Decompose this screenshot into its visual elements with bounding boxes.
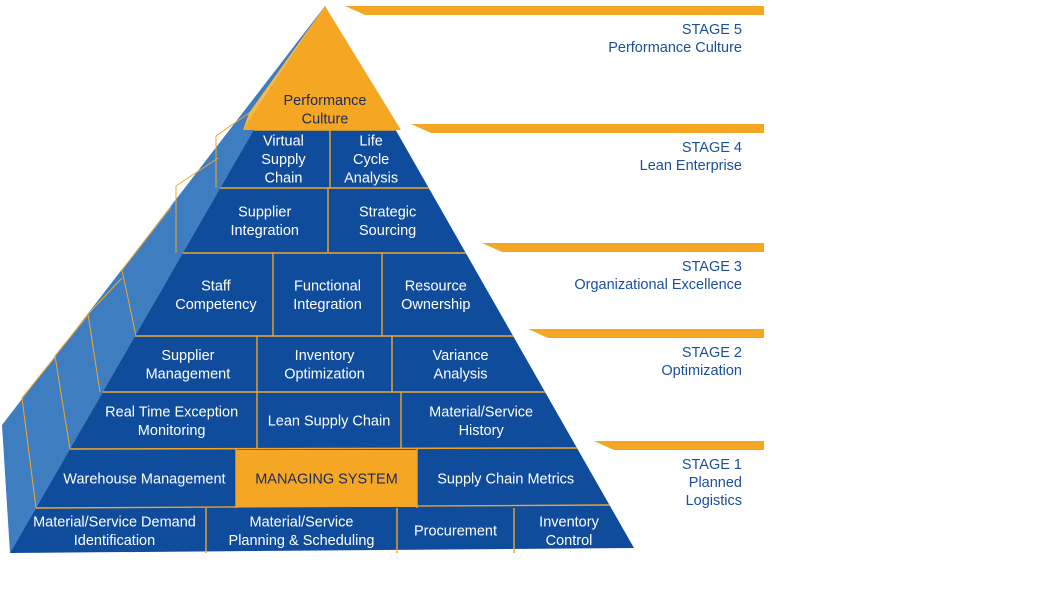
cell-label-lean-supply-chain: Lean Supply Chain (268, 414, 391, 430)
stage-bar-2 (528, 329, 764, 338)
stage-subtitle-4: Lean Enterprise (640, 158, 742, 174)
cell-label-managing-system: MANAGING SYSTEM (255, 472, 398, 488)
pyramid-apex (243, 6, 401, 130)
side-seam-line (21, 397, 37, 509)
side-step-line (121, 206, 172, 271)
pyramid-side-surface (2, 6, 325, 553)
stage-title-2: STAGE 2 (682, 345, 742, 361)
stage-subtitle-5: Performance Culture (608, 40, 742, 56)
pyramid-front-face (10, 6, 634, 553)
stage-bar-1 (594, 441, 764, 450)
stage-bars (345, 6, 764, 450)
stage-title-4: STAGE 4 (682, 140, 742, 156)
stage-title-5: STAGE 5 (682, 22, 742, 38)
stage-bar-4 (411, 124, 764, 133)
stage-bar-3 (482, 243, 764, 252)
highlight-cell-managing-system (236, 450, 417, 507)
stage-title-3: STAGE 3 (682, 259, 742, 275)
side-seam-line (54, 355, 71, 450)
stage-title-1: STAGE 1 (682, 457, 742, 473)
stage-subtitle-2: Optimization (661, 363, 742, 379)
pyramid-side-face (2, 6, 325, 553)
side-step-line (54, 314, 89, 357)
stage-bar-5 (345, 6, 764, 15)
stage-subtitle-3: Organizational Excellence (574, 277, 742, 293)
cell-label-warehouse-management: Warehouse Management (63, 472, 225, 488)
side-seam-line (121, 269, 137, 337)
cell-label-supply-chain-metrics: Supply Chain Metrics (437, 472, 574, 488)
apex-highlight (243, 6, 401, 130)
cell-label-procurement: Procurement (414, 524, 497, 540)
row-separator-line (69, 447, 577, 450)
side-step-line (87, 277, 123, 315)
side-step-line (175, 157, 219, 187)
row-separator-line (35, 504, 610, 509)
apex-side (243, 6, 325, 130)
pyramid-front-surface (10, 6, 634, 553)
side-seam-line (87, 313, 101, 393)
side-step-line (215, 112, 250, 137)
side-step-line (21, 356, 56, 399)
